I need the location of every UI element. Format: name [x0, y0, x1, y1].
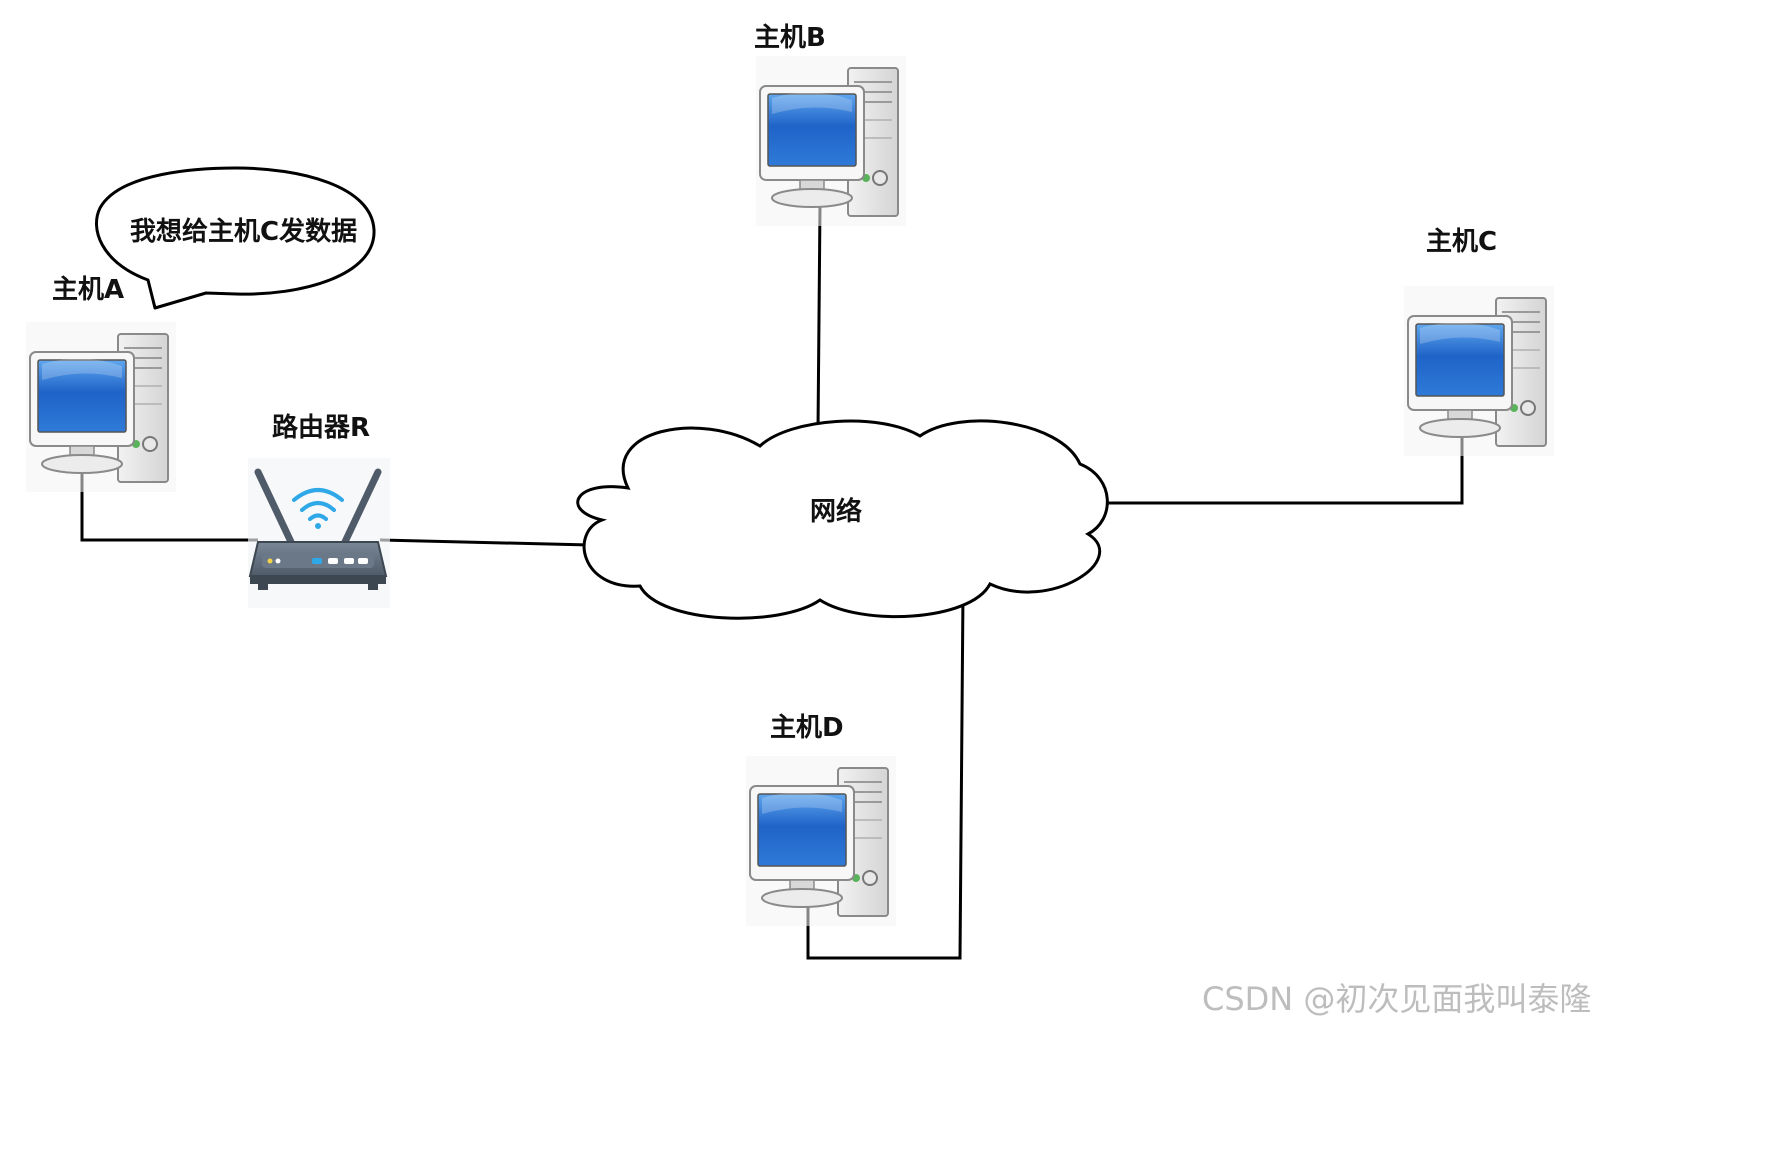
watermark-text: CSDN @初次见面我叫泰隆: [1202, 980, 1591, 1018]
host-a-label: 主机A: [52, 275, 124, 305]
wire-host-b-network: [816, 204, 822, 431]
speech-bubble: 我想给主机C发数据: [95, 166, 376, 310]
host-a[interactable]: 主机A: [25, 275, 177, 493]
host-d-label: 主机D: [770, 713, 844, 743]
computer-icon: [25, 321, 177, 493]
computer-icon: [1403, 285, 1555, 457]
host-c-label: 主机C: [1426, 227, 1497, 257]
wire-router-network: [379, 538, 591, 547]
network-cloud: 网络: [576, 419, 1109, 620]
host-d[interactable]: 主机D: [745, 713, 897, 927]
router-label: 路由器R: [272, 412, 370, 443]
host-c[interactable]: 主机C: [1403, 227, 1555, 457]
network-label: 网络: [810, 496, 862, 527]
speech-bubble-text: 我想给主机C发数据: [130, 216, 357, 247]
computer-icon: [755, 55, 907, 227]
computer-icon: [745, 755, 897, 927]
router-icon: [248, 458, 390, 608]
router-r[interactable]: 路由器R: [248, 412, 390, 608]
host-b-label: 主机B: [754, 23, 826, 53]
host-b[interactable]: 主机B: [754, 23, 907, 227]
